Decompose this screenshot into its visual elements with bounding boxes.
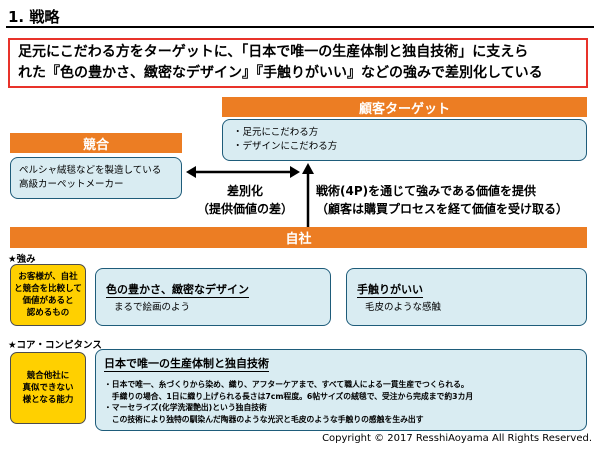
headline-box: 足元にこだわる方をターゲットに、「日本で唯一の生産体制と独自技術」に支えら れた…: [8, 38, 588, 88]
strengths-note-line-1: お客様が、自社: [18, 272, 78, 282]
core-line-3: ・マーセライズ(化学洗濯艶出)という独自技術: [104, 403, 267, 412]
competition-box: ペルシャ絨毯などを製造している 高級カーペットメーカー: [10, 157, 182, 199]
differentiation-line-1: 差別化: [226, 184, 263, 198]
strengths-note-line-3: 価値があると: [22, 296, 74, 306]
strength-design-desc: まるで絵画のよう: [114, 302, 191, 313]
strengths-note: お客様が、自社 と競合を比較して 価値があると 認めるもの: [10, 264, 86, 326]
competition-line-2: 高級カーペットメーカー: [19, 179, 124, 190]
headline-line-1: 足元にこだわる方をターゲットに、「日本で唯一の生産体制と独自技術」に支えら: [18, 44, 529, 60]
strength-texture-title: 手触りがいい: [357, 283, 423, 298]
core-line-2: 手織りの場合、1日に織り上げられる長さは7cm程度。6帖サイズの絨毯で、受注から…: [104, 391, 474, 401]
core-note-line-1: 競合他社に: [26, 371, 70, 381]
differentiation-label: 差別化 （提供価値の差）: [186, 182, 304, 218]
strength-box-design: 色の豊かさ、緻密なデザイン まるで絵画のよう: [95, 268, 331, 326]
value-proposition-line-2: （顧客は購買プロセスを経て価値を受け取る）: [316, 202, 569, 216]
core-competence-box: 日本で唯一の生産体制と独自技術 ・日本で唯一、糸づくりから染め、織り、アフターケ…: [95, 349, 587, 431]
target-item-1: ・足元にこだわる方: [233, 127, 319, 138]
headline-line-2: れた『色の豊かさ、緻密なデザイン』『手触りがいい』などの強みで差別化している: [18, 65, 543, 81]
strengths-note-line-4: 認めるもの: [26, 308, 70, 318]
competition-line-1: ペルシャ絨毯などを製造している: [19, 165, 162, 176]
strengths-note-line-2: と競合を比較して: [14, 284, 82, 294]
competition-header: 競合: [10, 133, 182, 153]
value-proposition: 戦術(4P)を通じて強みである価値を提供 （顧客は購買プロセスを経て価値を受け取…: [316, 182, 596, 218]
arrow-right-head: [290, 166, 300, 178]
target-item-2: ・デザインにこだわる方: [233, 141, 338, 152]
vertical-arrow-head: [302, 163, 314, 174]
copyright: Copyright © 2017 ResshiAoyama All Rights…: [322, 433, 592, 444]
core-title: 日本で唯一の生産体制と独自技術: [104, 357, 269, 372]
differentiation-line-2: （提供価値の差）: [196, 202, 293, 216]
strength-design-title: 色の豊かさ、緻密なデザイン: [106, 283, 249, 298]
core-note-line-2: 真似できない: [22, 383, 74, 393]
target-box: ・足元にこだわる方 ・デザインにこだわる方: [222, 119, 587, 161]
arrow-left-head: [186, 166, 196, 178]
strengths-label: ★強み: [8, 254, 36, 265]
strength-texture-desc: 毛皮のような感触: [365, 302, 442, 313]
core-line-4: この技術により独特の馴染んだ陶器のような光沢と毛皮のような手触りの感触を生み出す: [104, 414, 424, 424]
core-note: 競合他社に 真似できない 様となる能力: [10, 352, 86, 424]
value-proposition-line-1: 戦術(4P)を通じて強みである価値を提供: [316, 184, 536, 198]
core-line-1: ・日本で唯一、糸づくりから染め、織り、アフターケアまで、すべて職人による一貫生産…: [104, 380, 469, 389]
company-header: 自社: [10, 227, 587, 248]
core-label: ★コア・コンピタンス: [8, 340, 102, 351]
title-divider: [6, 26, 594, 28]
page-title: 1. 戦略: [8, 8, 60, 26]
strength-box-texture: 手触りがいい 毛皮のような感触: [346, 268, 587, 326]
target-header: 顧客ターゲット: [222, 97, 587, 117]
core-note-line-3: 様となる能力: [22, 395, 74, 405]
